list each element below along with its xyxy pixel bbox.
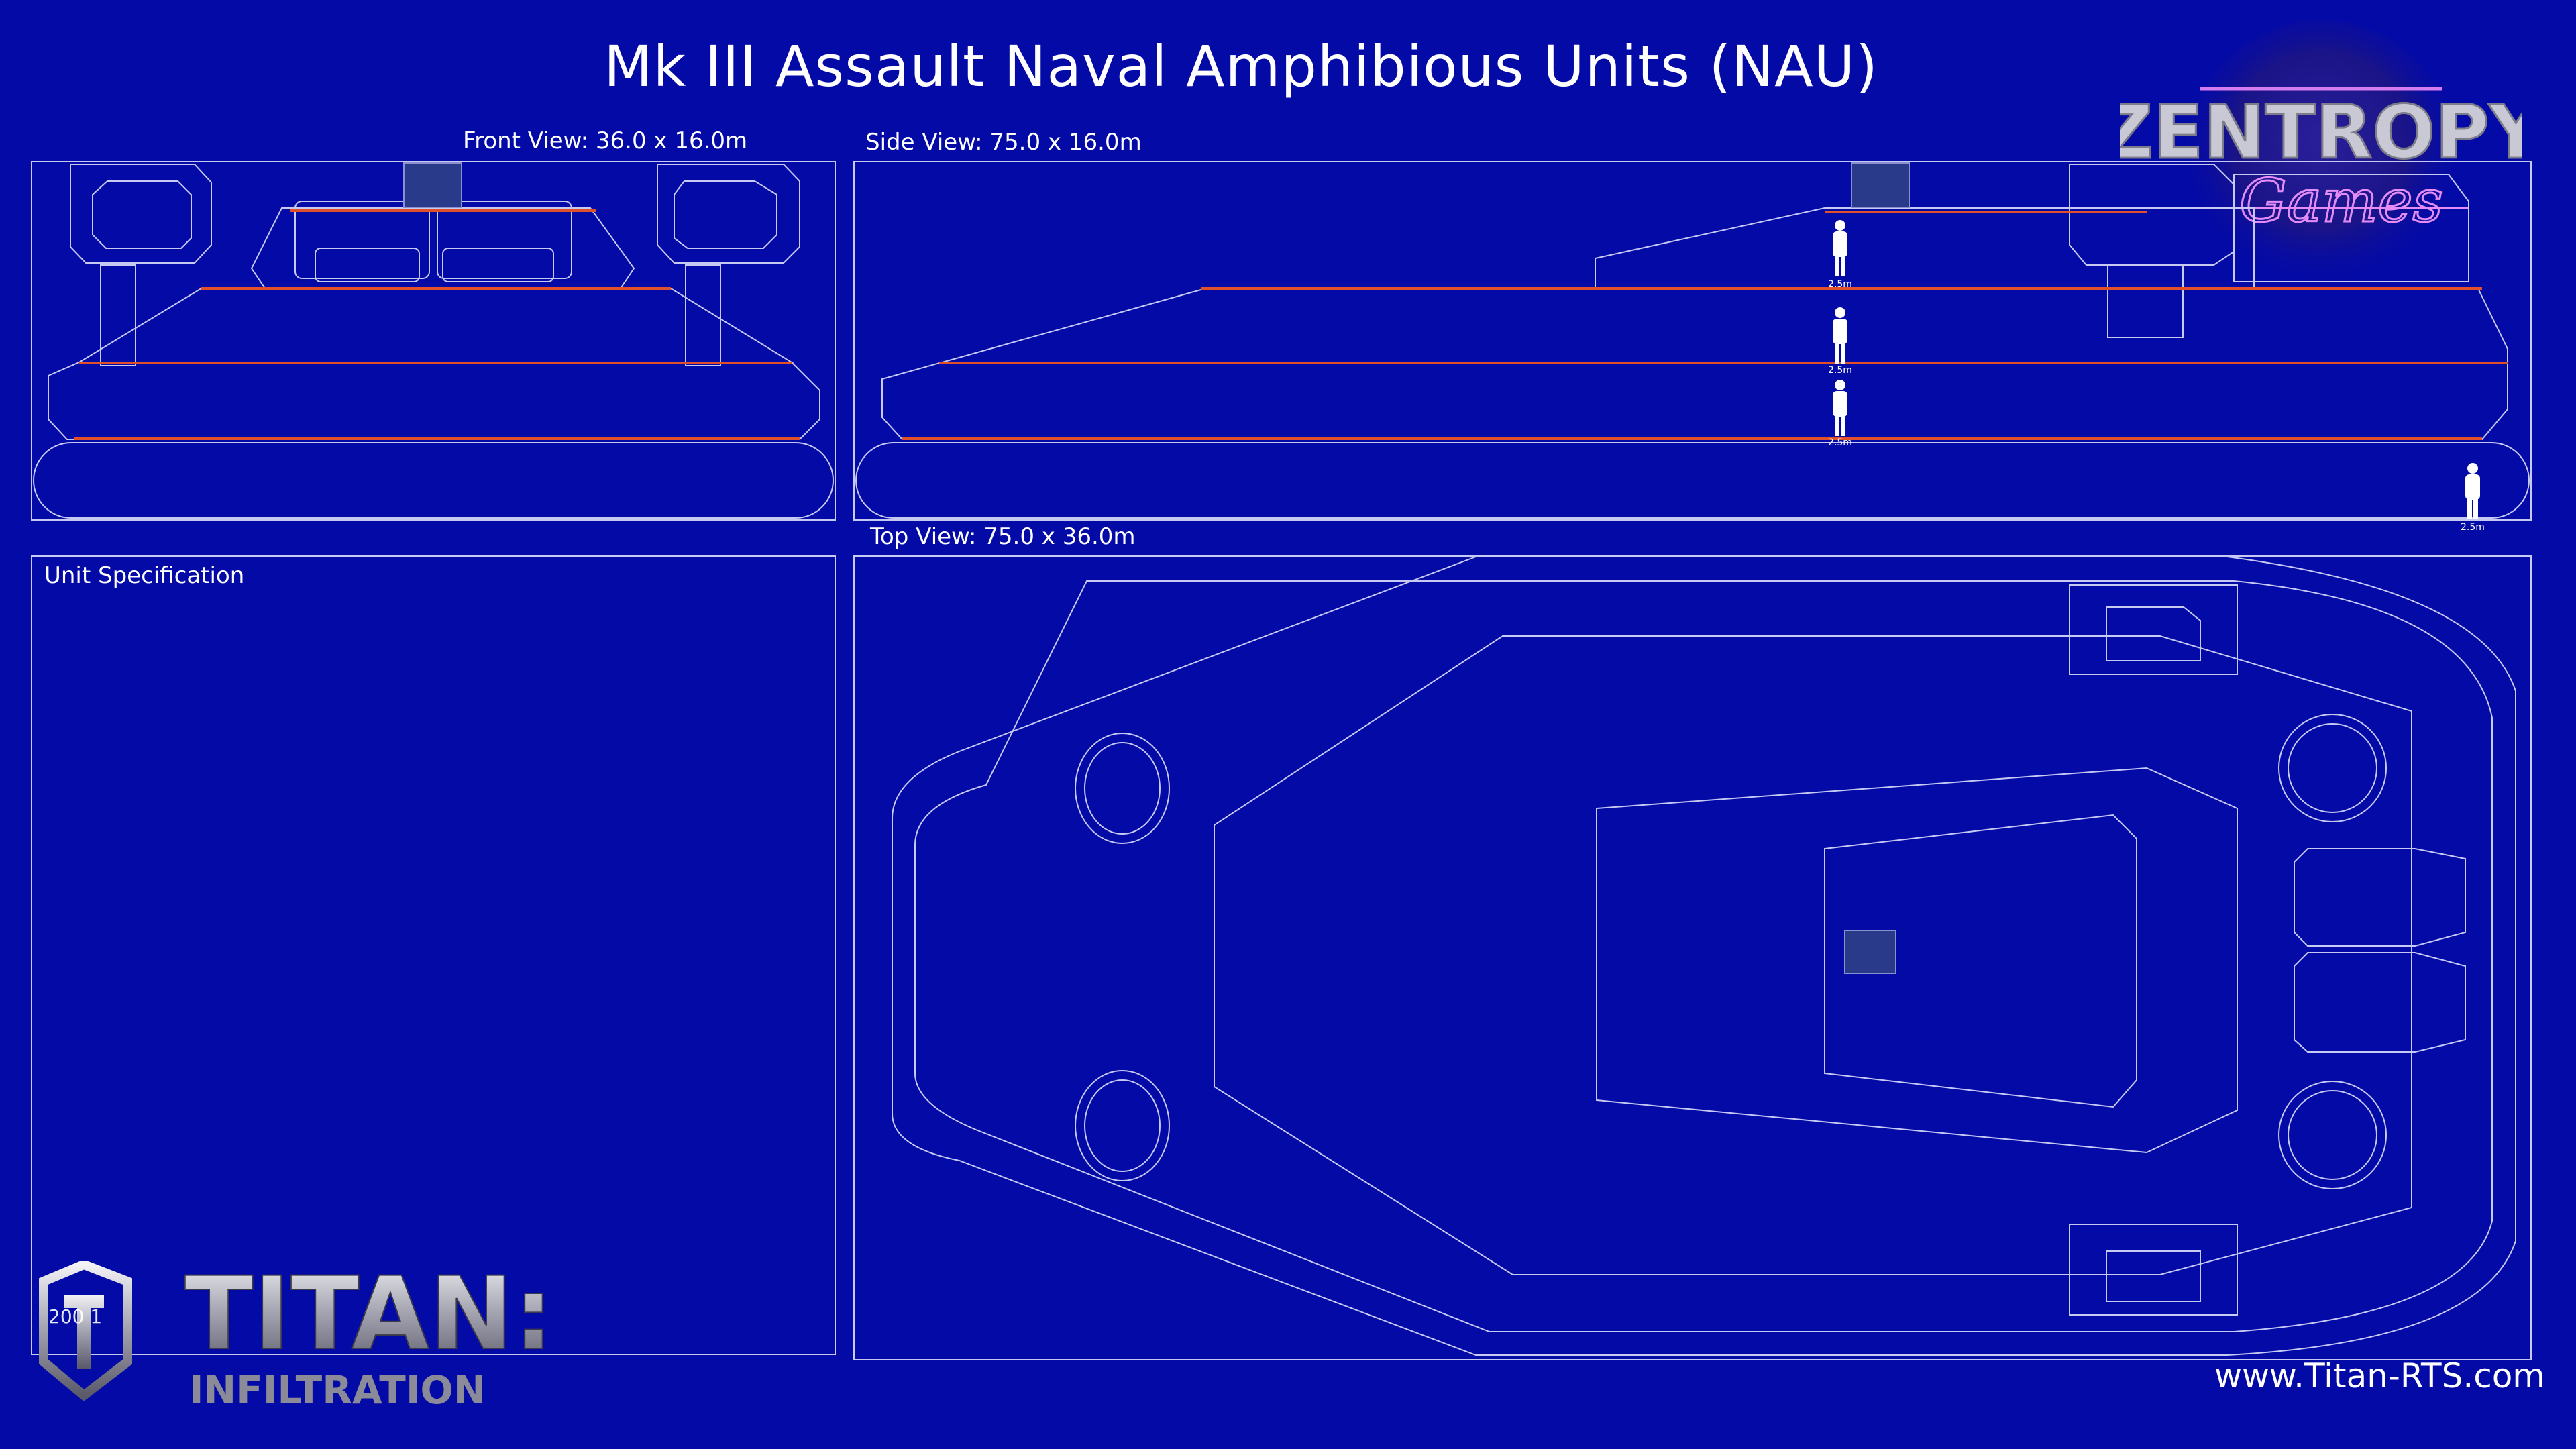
top-hatch <box>1844 930 1896 974</box>
scale-label: 2.5m <box>1828 437 1852 448</box>
scale-label: 2.5m <box>1828 279 1852 290</box>
front-hatch <box>403 162 462 208</box>
front-view-label: Front View: 36.0 x 16.0m <box>463 127 748 154</box>
unit-specification-panel: Unit Specification <box>31 555 836 1355</box>
deck-lines <box>74 209 2508 440</box>
scale-figures <box>1833 220 2480 519</box>
side-hatch <box>1851 162 1910 208</box>
games-text: Games <box>2239 166 2443 235</box>
website-link[interactable]: www.Titan-RTS.com <box>2214 1356 2545 1395</box>
side-view-label: Side View: 75.0 x 16.0m <box>865 129 1142 156</box>
scale-label: 2.5m <box>2461 522 2485 533</box>
scale-label: 2.5m <box>1828 365 1852 376</box>
top-view-drawing <box>892 556 2516 1356</box>
page-title: Mk III Assault Naval Amphibious Units (N… <box>604 34 1878 99</box>
side-view-panel <box>853 161 2532 521</box>
front-view-drawing <box>33 164 834 519</box>
titan-text: TITAN: <box>184 1261 543 1373</box>
front-view-panel <box>31 161 836 521</box>
unit-id: 200 1 <box>48 1305 103 1328</box>
titan-logo: TITAN: INFILTRATION <box>39 1261 543 1413</box>
top-view-label: Top View: 75.0 x 36.0m <box>870 523 1136 550</box>
unit-specification-title: Unit Specification <box>44 562 245 589</box>
side-view-drawing <box>855 164 2530 519</box>
infiltration-text: INFILTRATION <box>189 1367 486 1413</box>
